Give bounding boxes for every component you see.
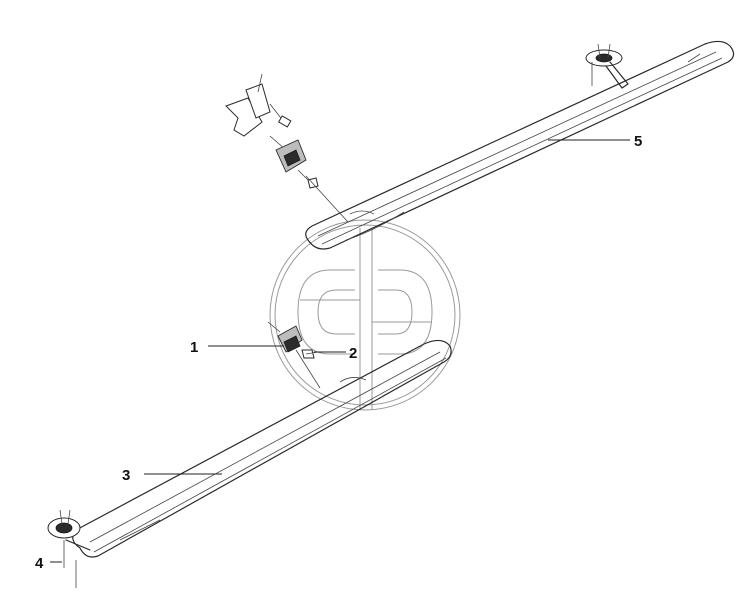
callout-1: 1: [190, 339, 198, 356]
bracket-assembly-upper: [225, 73, 349, 223]
end-cap-upper: [585, 43, 629, 89]
end-cap-lower: [47, 509, 91, 588]
watermark-logo: [269, 219, 461, 411]
callout-4: 4: [35, 555, 44, 572]
callout-5: 5: [634, 133, 642, 150]
callout-2: 2: [349, 345, 357, 362]
roof-rail-right: [305, 40, 735, 250]
roof-rail-left: [72, 339, 452, 558]
callout-3: 3: [122, 467, 130, 484]
